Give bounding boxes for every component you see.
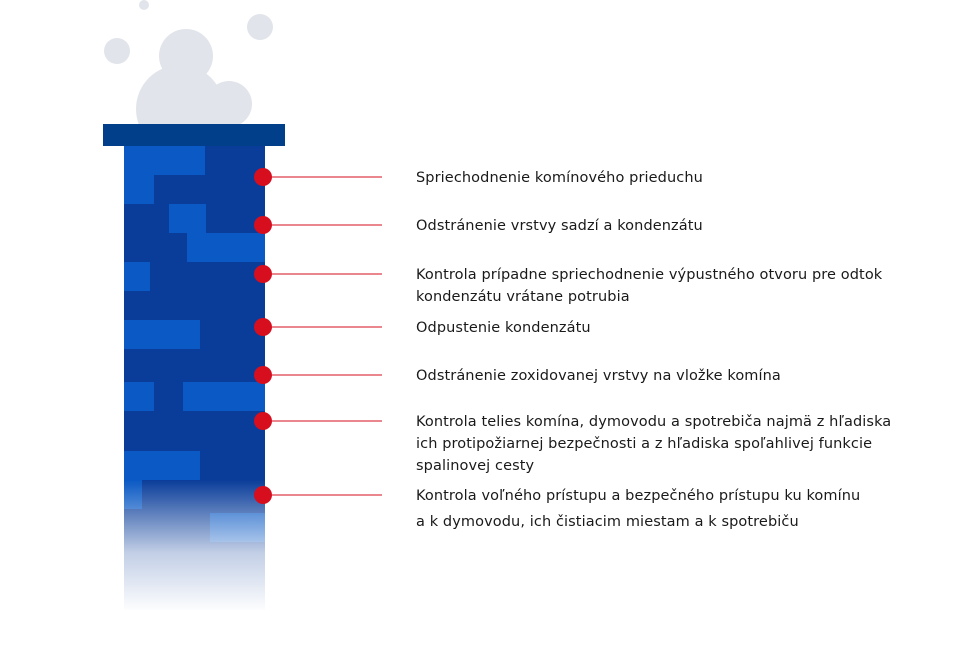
brick bbox=[169, 204, 206, 233]
item-label-2: Odstránenie vrstvy sadzí a kondenzátu bbox=[416, 215, 936, 237]
item-label-line: Kontrola voľného prístupu a bezpečného p… bbox=[416, 488, 861, 504]
chimney-bricks bbox=[124, 146, 265, 542]
item-label-line: Odstránenie vrstvy sadzí a kondenzátu bbox=[416, 218, 703, 234]
callouts bbox=[254, 168, 382, 504]
marker-dot bbox=[254, 486, 272, 504]
callout bbox=[254, 412, 382, 430]
item-label-5: Odstránenie zoxidovanej vrstvy na vložke… bbox=[416, 365, 936, 387]
item-label-line: kondenzátu vrátane potrubia bbox=[416, 289, 630, 305]
chimney-body bbox=[118, 145, 271, 612]
marker-dot bbox=[254, 366, 272, 384]
brick bbox=[124, 262, 150, 291]
smoke-puff bbox=[104, 38, 130, 64]
item-label-line: spalinovej cesty bbox=[416, 458, 535, 474]
callout bbox=[254, 486, 382, 504]
brick bbox=[183, 382, 265, 411]
item-label-1: Spriechodnenie komínového prieduchu bbox=[416, 167, 936, 189]
brick bbox=[124, 146, 205, 175]
item-label-7: Kontrola voľného prístupu a bezpečného p… bbox=[416, 485, 936, 533]
item-label-6: Kontrola telies komína, dymovodu a spotr… bbox=[416, 411, 936, 477]
smoke-puff bbox=[139, 0, 149, 10]
marker-dot bbox=[254, 216, 272, 234]
chimney-cap bbox=[103, 124, 285, 146]
item-label-line: Kontrola prípadne spriechodnenie výpustn… bbox=[416, 267, 883, 283]
item-label-line: Odpustenie kondenzátu bbox=[416, 320, 591, 336]
callout bbox=[254, 168, 382, 186]
callout bbox=[254, 216, 382, 234]
brick bbox=[124, 451, 200, 480]
item-label-3: Kontrola prípadne spriechodnenie výpustn… bbox=[416, 264, 936, 308]
marker-dot bbox=[254, 318, 272, 336]
item-label-line: a k dymovodu, ich čistiacim miestam a k … bbox=[416, 514, 799, 530]
smoke-puff bbox=[206, 81, 252, 127]
item-label-line: Kontrola telies komína, dymovodu a spotr… bbox=[416, 414, 892, 430]
item-label-4: Odpustenie kondenzátu bbox=[416, 317, 936, 339]
callout bbox=[254, 265, 382, 283]
item-label-line: ich protipožiarnej bezpečnosti a z hľadi… bbox=[416, 436, 873, 452]
brick bbox=[187, 233, 265, 262]
brick bbox=[124, 320, 200, 349]
marker-dot bbox=[254, 168, 272, 186]
callout bbox=[254, 366, 382, 384]
marker-dot bbox=[254, 412, 272, 430]
brick bbox=[124, 382, 154, 411]
smoke-puff bbox=[247, 14, 273, 40]
brick bbox=[124, 175, 154, 204]
item-label-line: Odstránenie zoxidovanej vrstvy na vložke… bbox=[416, 368, 781, 384]
marker-dot bbox=[254, 265, 272, 283]
callout bbox=[254, 318, 382, 336]
chimney-fade bbox=[118, 480, 271, 612]
item-label-line: Spriechodnenie komínového prieduchu bbox=[416, 170, 703, 186]
